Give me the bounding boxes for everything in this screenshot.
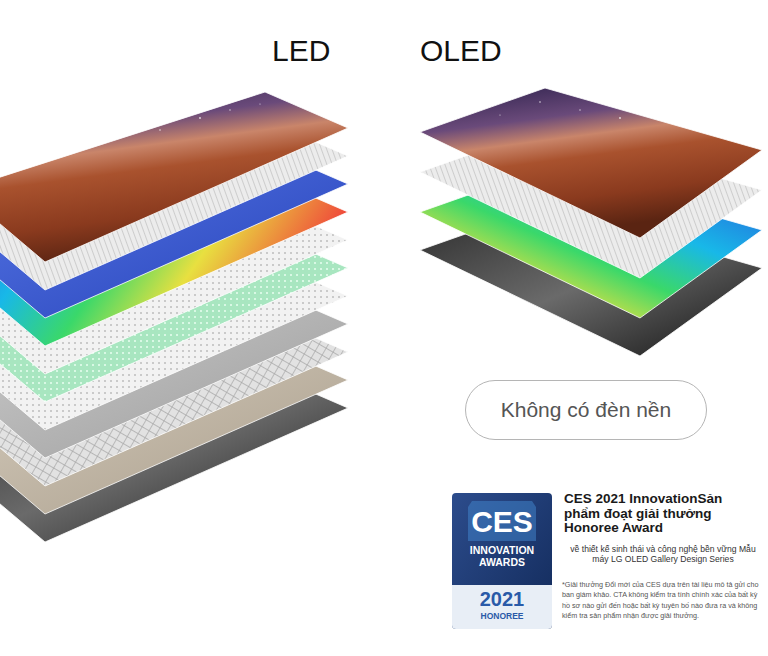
award-subtitle: về thiết kế sinh thái và công nghệ bền v… — [564, 544, 762, 565]
callout-text: Không có đèn nền — [501, 398, 671, 422]
badge-year: 2021 — [456, 588, 548, 610]
badge-logo: CES — [456, 505, 548, 538]
stack-title: OLED — [420, 34, 520, 67]
award-badge: CES INNOVATION AWARDS 2021HONOREE — [452, 493, 552, 629]
award-heading: CES 2021 InnovationSản phẩm đoạt giải th… — [564, 492, 760, 536]
stack-title: LED — [272, 34, 352, 67]
badge-title: INNOVATION AWARDS — [456, 545, 548, 568]
badge-level: HONOREE — [456, 612, 548, 621]
callout-pill: Không có đèn nền — [465, 380, 707, 440]
award-disclaimer: *Giải thưởng Đổi mới của CES dựa trên tà… — [562, 580, 762, 622]
